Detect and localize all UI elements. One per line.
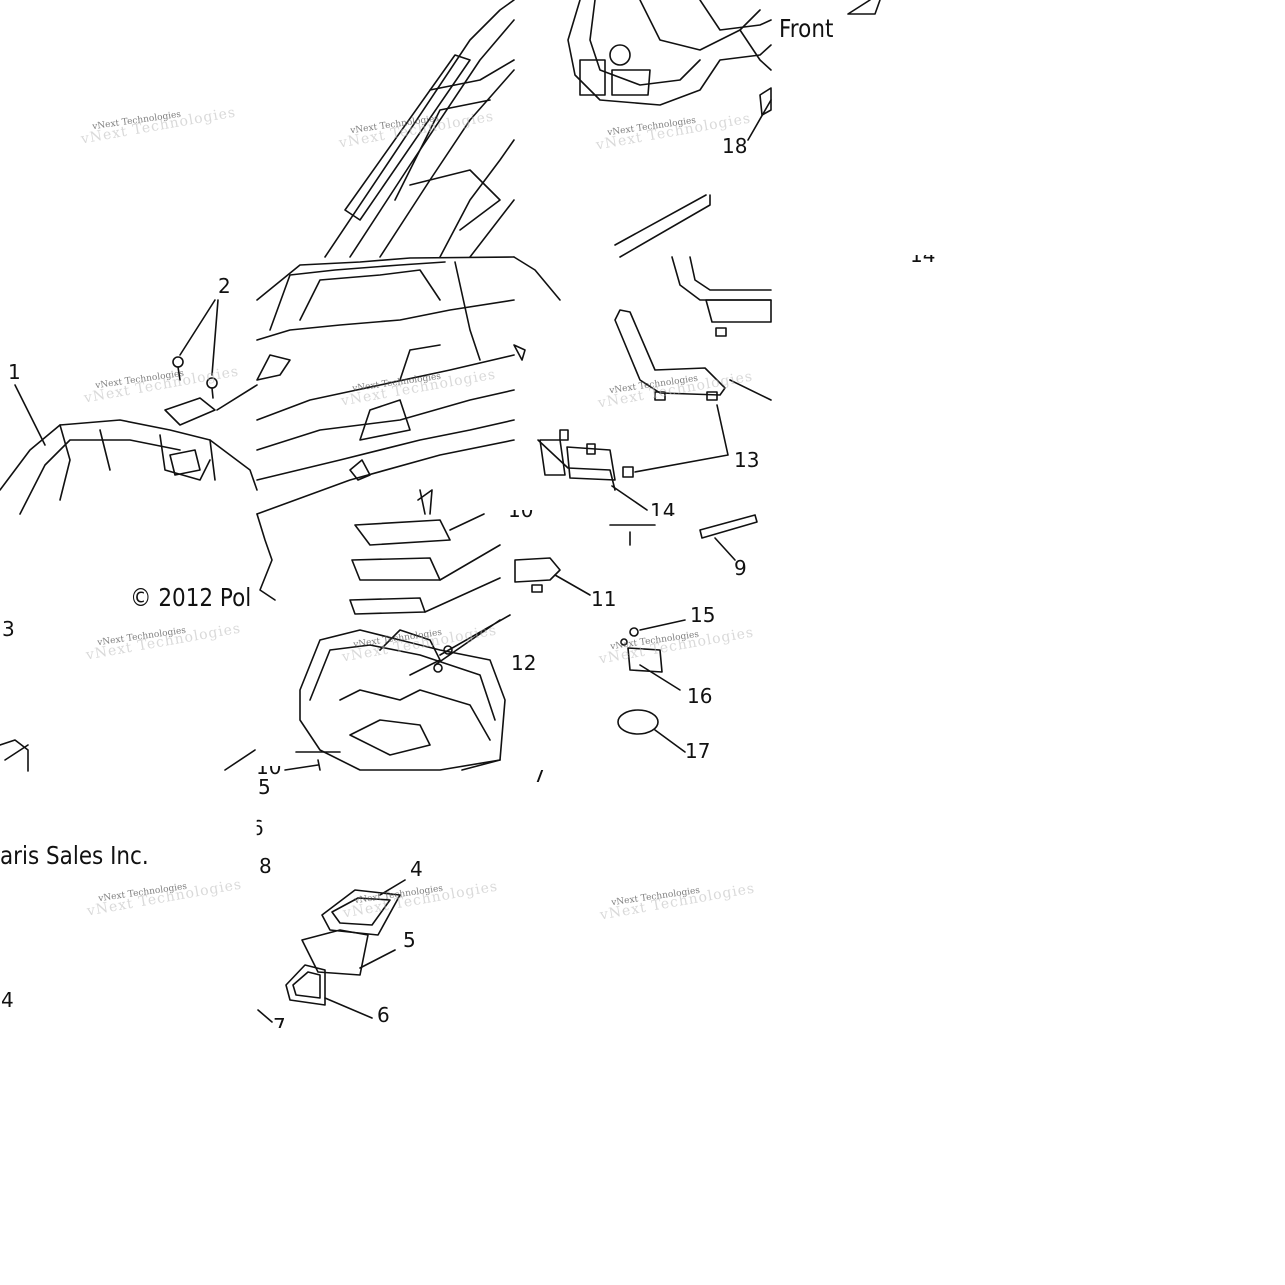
- body-tub-part: [0, 299, 258, 515]
- callout-15: 15: [690, 603, 716, 627]
- callout-9: 9: [734, 556, 747, 580]
- lower-left-part: [0, 739, 29, 772]
- copyright-left: © 2012 Pol: [130, 583, 252, 612]
- callout-5b: 5: [403, 928, 416, 952]
- callout-10b: 10: [256, 755, 282, 779]
- grille-inserts-part: [513, 256, 772, 511]
- front-label: Front: [779, 14, 834, 43]
- intake-components-part: [514, 514, 758, 753]
- callout-12: 12: [511, 651, 537, 675]
- callout-5a: 5: [258, 775, 271, 799]
- side-panel-middle-part: [256, 256, 515, 515]
- callout-10a: 10: [508, 498, 534, 522]
- air-box-part: [224, 513, 511, 771]
- callout-8: 8: [259, 854, 272, 878]
- callout-6b: 6: [377, 1003, 390, 1027]
- callout-17: 17: [685, 739, 711, 763]
- callout-7a: 7: [533, 763, 546, 787]
- callout-2: 2: [218, 274, 231, 298]
- callout-13: 13: [734, 448, 760, 472]
- callout-7b: 7: [273, 1014, 286, 1038]
- callout-14a: 14: [910, 243, 936, 267]
- side-panel-top-part: [324, 0, 515, 258]
- callout-4a: 4: [410, 857, 423, 881]
- callout-4b: 4: [1, 988, 14, 1012]
- front-nose-part: [567, 0, 772, 258]
- callout-11: 11: [591, 587, 617, 611]
- callout-16: 16: [687, 684, 713, 708]
- callout-18: 18: [722, 134, 748, 158]
- copyright-right: aris Sales Inc.: [0, 841, 149, 870]
- callout-6a: 6: [251, 816, 264, 840]
- filter-assembly-part: [257, 879, 406, 1023]
- callout-1: 1: [8, 360, 21, 384]
- front-direction-arrow: [847, 0, 881, 15]
- callout-14b: 14: [650, 499, 676, 523]
- callout-3: 3: [2, 617, 15, 641]
